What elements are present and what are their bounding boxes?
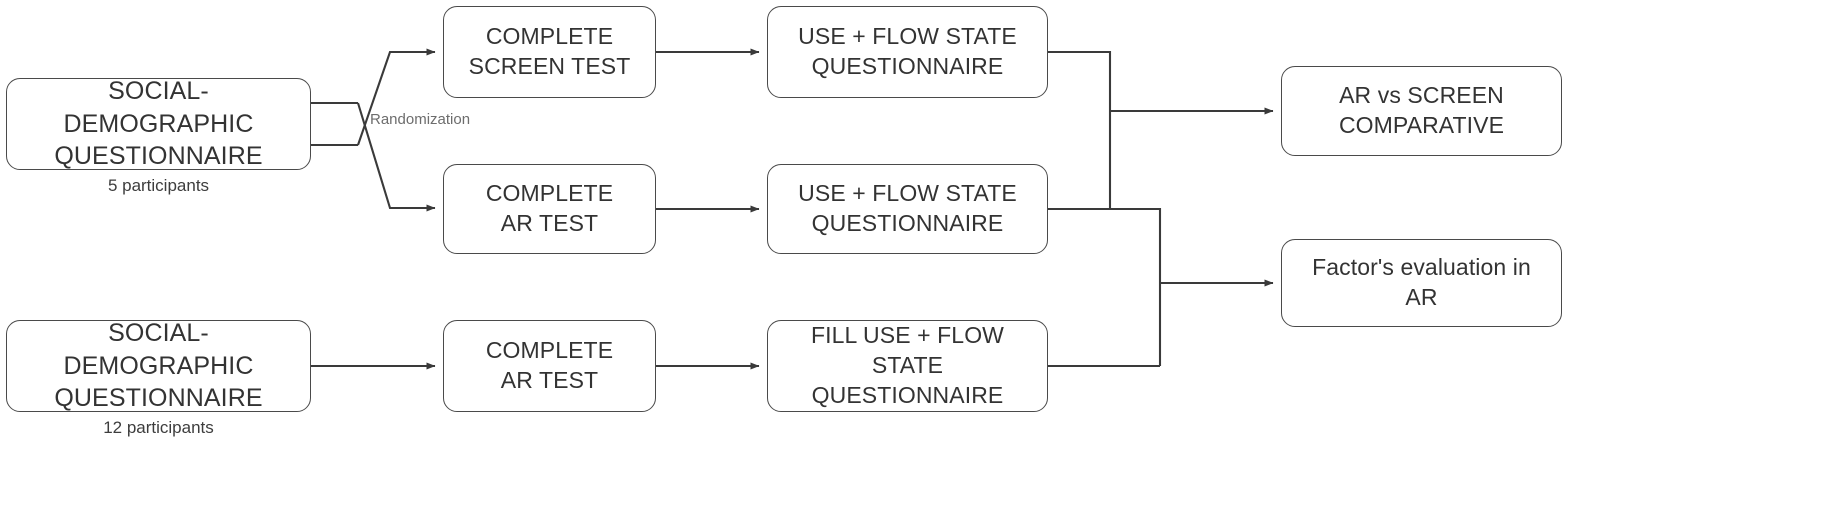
caption-participants-bottom: 12 participants: [103, 418, 214, 437]
node-complete-screen-test[interactable]: COMPLETE SCREEN TEST: [443, 6, 656, 98]
node-complete-ar-test-randomized[interactable]: COMPLETE AR TEST: [443, 164, 656, 254]
edge-row2-down-to-factor-bus: [1048, 207, 1162, 366]
node-label: Factor's evaluation in AR: [1312, 254, 1531, 310]
node-ar-vs-screen-comparative[interactable]: AR vs SCREEN COMPARATIVE: [1281, 66, 1562, 156]
node-factor-evaluation-in-ar[interactable]: Factor's evaluation in AR: [1281, 239, 1562, 327]
node-use-flow-state-questionnaire-screen[interactable]: USE + FLOW STATE QUESTIONNAIRE: [767, 6, 1048, 98]
node-use-flow-state-questionnaire-ar[interactable]: USE + FLOW STATE QUESTIONNAIRE: [767, 164, 1048, 254]
node-label: SOCIAL-DEMOGRAPHIC QUESTIONNAIRE: [54, 77, 263, 171]
node-fill-use-flow-state-questionnaire[interactable]: FILL USE + FLOW STATE QUESTIONNAIRE: [767, 320, 1048, 412]
node-label: SOCIAL-DEMOGRAPHIC QUESTIONNAIRE: [54, 319, 263, 413]
node-label: USE + FLOW STATE QUESTIONNAIRE: [798, 180, 1017, 236]
caption-participants-top: 5 participants: [107, 176, 210, 195]
edge-randomization-to-screen-test: [357, 48, 436, 146]
edge-label-randomization: Randomization: [370, 111, 471, 128]
node-label: FILL USE + FLOW STATE QUESTIONNAIRE: [810, 322, 1004, 408]
node-social-demographic-questionnaire-bottom[interactable]: SOCIAL-DEMOGRAPHIC QUESTIONNAIRE: [6, 319, 311, 413]
node-label: COMPLETE AR TEST: [485, 337, 614, 393]
node-label: AR vs SCREEN COMPARATIVE: [1338, 82, 1505, 138]
node-social-demographic-questionnaire-top[interactable]: SOCIAL-DEMOGRAPHIC QUESTIONNAIRE: [6, 77, 311, 171]
node-label: COMPLETE AR TEST: [485, 180, 614, 236]
node-label: COMPLETE SCREEN TEST: [468, 23, 631, 79]
node-label: USE + FLOW STATE QUESTIONNAIRE: [798, 23, 1017, 79]
edge-row1-merge-down: [1048, 50, 1112, 209]
node-complete-ar-test-second-group[interactable]: COMPLETE AR TEST: [443, 320, 656, 412]
